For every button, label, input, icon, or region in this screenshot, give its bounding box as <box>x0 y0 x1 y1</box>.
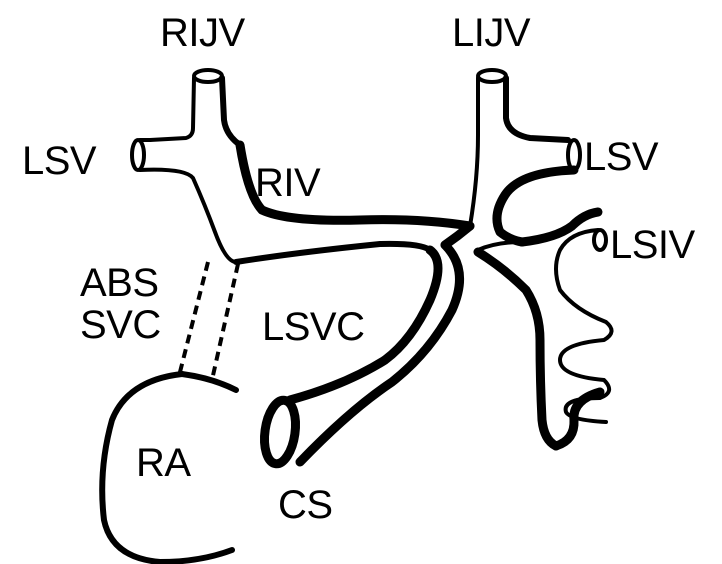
label-riv: RIV <box>255 161 321 205</box>
label-lsvc: LSVC <box>262 305 365 349</box>
label-lsv-right-side: LSV <box>22 139 97 183</box>
label-cs: CS <box>278 483 333 527</box>
label-lijv: LIJV <box>452 11 531 55</box>
absent-svc-dashed <box>180 262 238 380</box>
lijv-vessel <box>470 70 568 226</box>
rijv-vessel <box>150 70 240 145</box>
label-rijv: RIJV <box>160 11 246 55</box>
label-lsiv: LSIV <box>610 223 696 267</box>
label-lsv-left-side: LSV <box>584 135 659 179</box>
label-ra: RA <box>136 441 191 485</box>
lsiv-vessel <box>478 212 612 446</box>
label-abs: ABS <box>80 261 159 305</box>
label-svc: SVC <box>80 303 161 347</box>
cs-opening <box>261 398 300 466</box>
right-subclavian-vessel <box>132 140 236 262</box>
lsvc-vessel <box>290 245 460 462</box>
